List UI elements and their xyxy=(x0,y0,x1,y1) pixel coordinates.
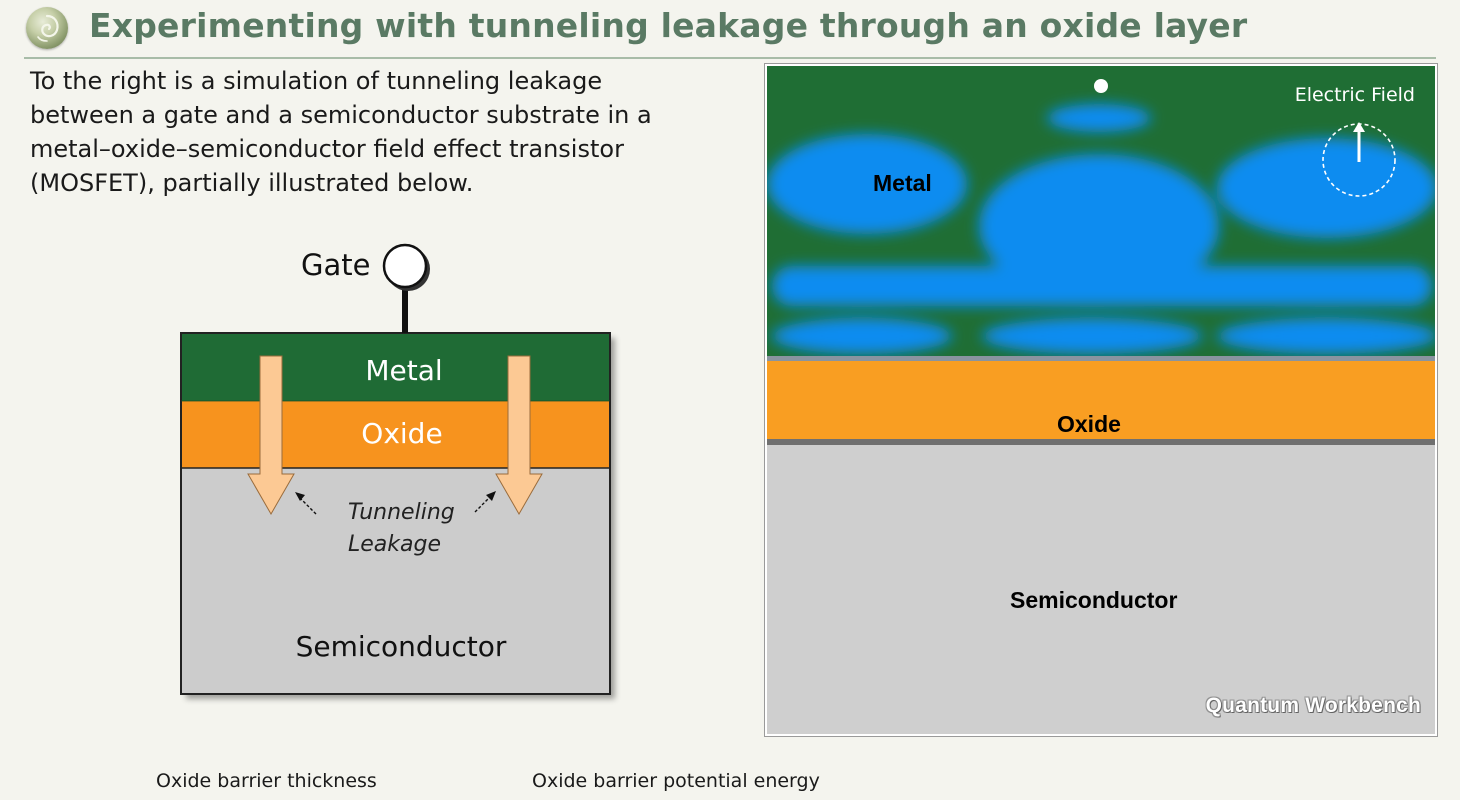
simulation-view[interactable]: Metal Oxide Semiconductor Electric Field… xyxy=(764,63,1438,737)
diagram-leakage-label-1: Tunneling xyxy=(348,500,455,525)
diagram-oxide-layer xyxy=(181,401,610,468)
diagram-metal-layer xyxy=(181,333,610,401)
particle-marker xyxy=(1094,79,1108,93)
pointer-arrow-left xyxy=(295,492,317,515)
wave-probability-density xyxy=(767,104,1435,354)
diagram-gate-label: Gate xyxy=(301,248,370,282)
oxide-thickness-label: Oxide barrier thickness xyxy=(156,770,377,792)
diagram-oxide-label: Oxide xyxy=(361,417,442,450)
sim-oxide-label: Oxide xyxy=(1057,411,1121,437)
gate-terminal xyxy=(382,243,430,291)
page-title: Experimenting with tunneling leakage thr… xyxy=(89,6,1248,45)
intro-line: (MOSFET), partially illustrated below. xyxy=(30,169,474,197)
sim-semiconductor-label: Semiconductor xyxy=(1010,587,1178,613)
electric-field-label: Electric Field xyxy=(1294,84,1415,106)
sim-metal-region xyxy=(767,66,1435,360)
intro-line: To the right is a simulation of tunnelin… xyxy=(30,67,603,95)
mosfet-diagram: Gate Metal Oxide Tunneling Leakage Semic… xyxy=(170,236,630,716)
title-divider xyxy=(24,57,1436,59)
sim-semiconductor-region xyxy=(767,445,1435,734)
diagram-leakage-label-2: Leakage xyxy=(348,532,441,557)
arrow-up-icon xyxy=(1353,122,1365,162)
sim-oxide-region xyxy=(767,361,1435,439)
sim-metal-label: Metal xyxy=(873,170,932,196)
leakage-arrow-left xyxy=(247,355,295,516)
oxide-semiconductor-boundary xyxy=(767,439,1435,445)
intro-line: between a gate and a semiconductor subst… xyxy=(30,101,652,129)
pointer-arrow-right xyxy=(474,491,496,513)
oxide-potential-label: Oxide barrier potential energy xyxy=(532,770,820,792)
diagram-semiconductor-layer xyxy=(181,468,610,694)
electric-field-dial[interactable] xyxy=(1321,122,1397,198)
intro-line: metal–oxide–semiconductor field effect t… xyxy=(30,135,624,163)
metal-oxide-boundary xyxy=(767,356,1435,361)
leakage-arrow-right xyxy=(495,355,543,516)
diagram-semiconductor-label: Semiconductor xyxy=(296,630,507,663)
intro-paragraph: To the right is a simulation of tunnelin… xyxy=(30,64,740,200)
diagram-metal-label: Metal xyxy=(365,354,442,387)
spiral-shell-icon xyxy=(26,7,68,49)
quantum-workbench-watermark: Quantum Workbench xyxy=(1205,694,1421,717)
